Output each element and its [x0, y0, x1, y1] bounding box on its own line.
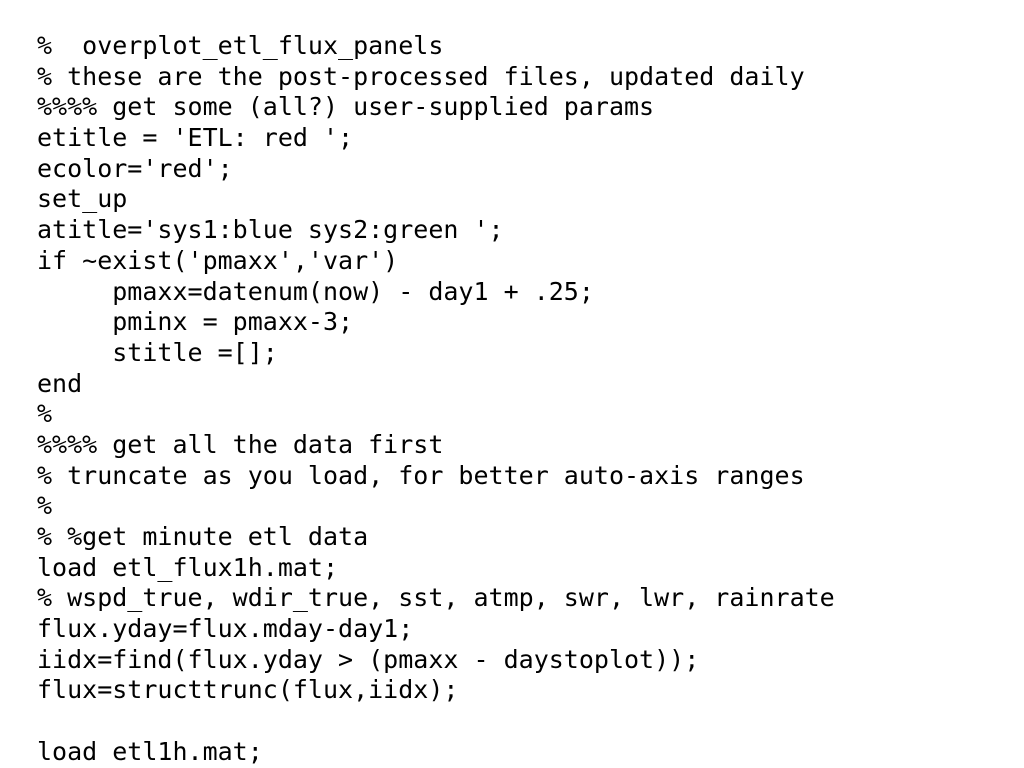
code-line: atitle='sys1:blue sys2:green '; — [37, 215, 504, 245]
code-line: load etl1h.mat; — [37, 736, 263, 766]
code-line: % — [37, 491, 53, 521]
code-line: end — [37, 368, 83, 398]
code-listing: % overplot_etl_flux_panels % these are t… — [37, 31, 1007, 768]
code-line: % truncate as you load, for better auto-… — [37, 460, 805, 490]
code-line: load etl_flux1h.mat; — [37, 552, 339, 582]
code-line: % — [37, 399, 53, 429]
code-line: ecolor='red'; — [37, 153, 233, 183]
code-line: pminx = pmaxx-3; — [37, 307, 354, 337]
code-line: % wspd_true, wdir_true, sst, atmp, swr, … — [37, 583, 835, 613]
code-line: % these are the post-processed files, up… — [37, 61, 805, 91]
code-line: pmaxx=datenum(now) - day1 + .25; — [37, 276, 594, 306]
code-line: %%%% get some (all?) user-supplied param… — [37, 92, 655, 122]
code-line: %%%% get all the data first — [37, 429, 444, 459]
code-line: etitle = 'ETL: red '; — [37, 123, 354, 153]
code-line: stitle =[]; — [37, 337, 278, 367]
code-line: set_up — [37, 184, 128, 214]
code-line: flux.yday=flux.mday-day1; — [37, 614, 414, 644]
code-line: flux=structtrunc(flux,iidx); — [37, 675, 459, 705]
code-line: % %get minute etl data — [37, 522, 369, 551]
code-line: iidx=find(flux.yday > (pmaxx - daystoplo… — [37, 644, 700, 674]
code-line: if ~exist('pmaxx','var') — [37, 245, 399, 275]
code-line: % overplot_etl_flux_panels — [37, 31, 444, 60]
code-line — [37, 706, 1007, 737]
